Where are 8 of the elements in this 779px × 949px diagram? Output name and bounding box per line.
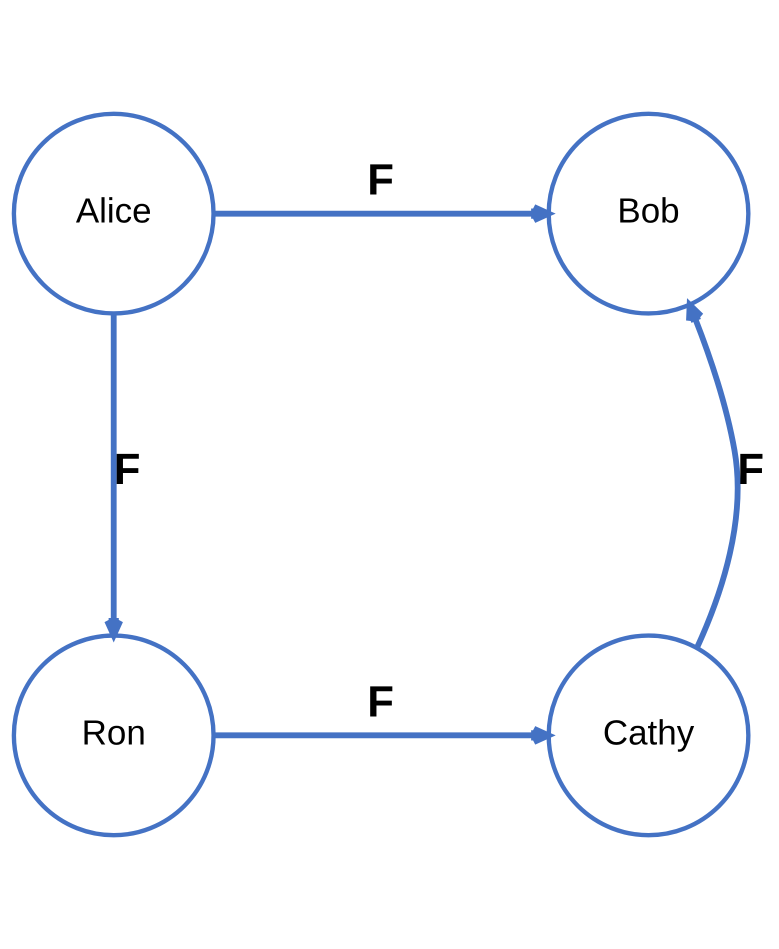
node-circle: Alice	[12, 112, 216, 316]
node-circle: Ron	[12, 633, 216, 838]
arrow	[686, 301, 741, 649]
edge-label: F	[367, 677, 394, 726]
edge-label: F	[367, 156, 394, 205]
node-circle: Bob	[546, 112, 751, 316]
edge-label: F	[737, 444, 764, 494]
node-circle: Cathy	[546, 633, 751, 838]
